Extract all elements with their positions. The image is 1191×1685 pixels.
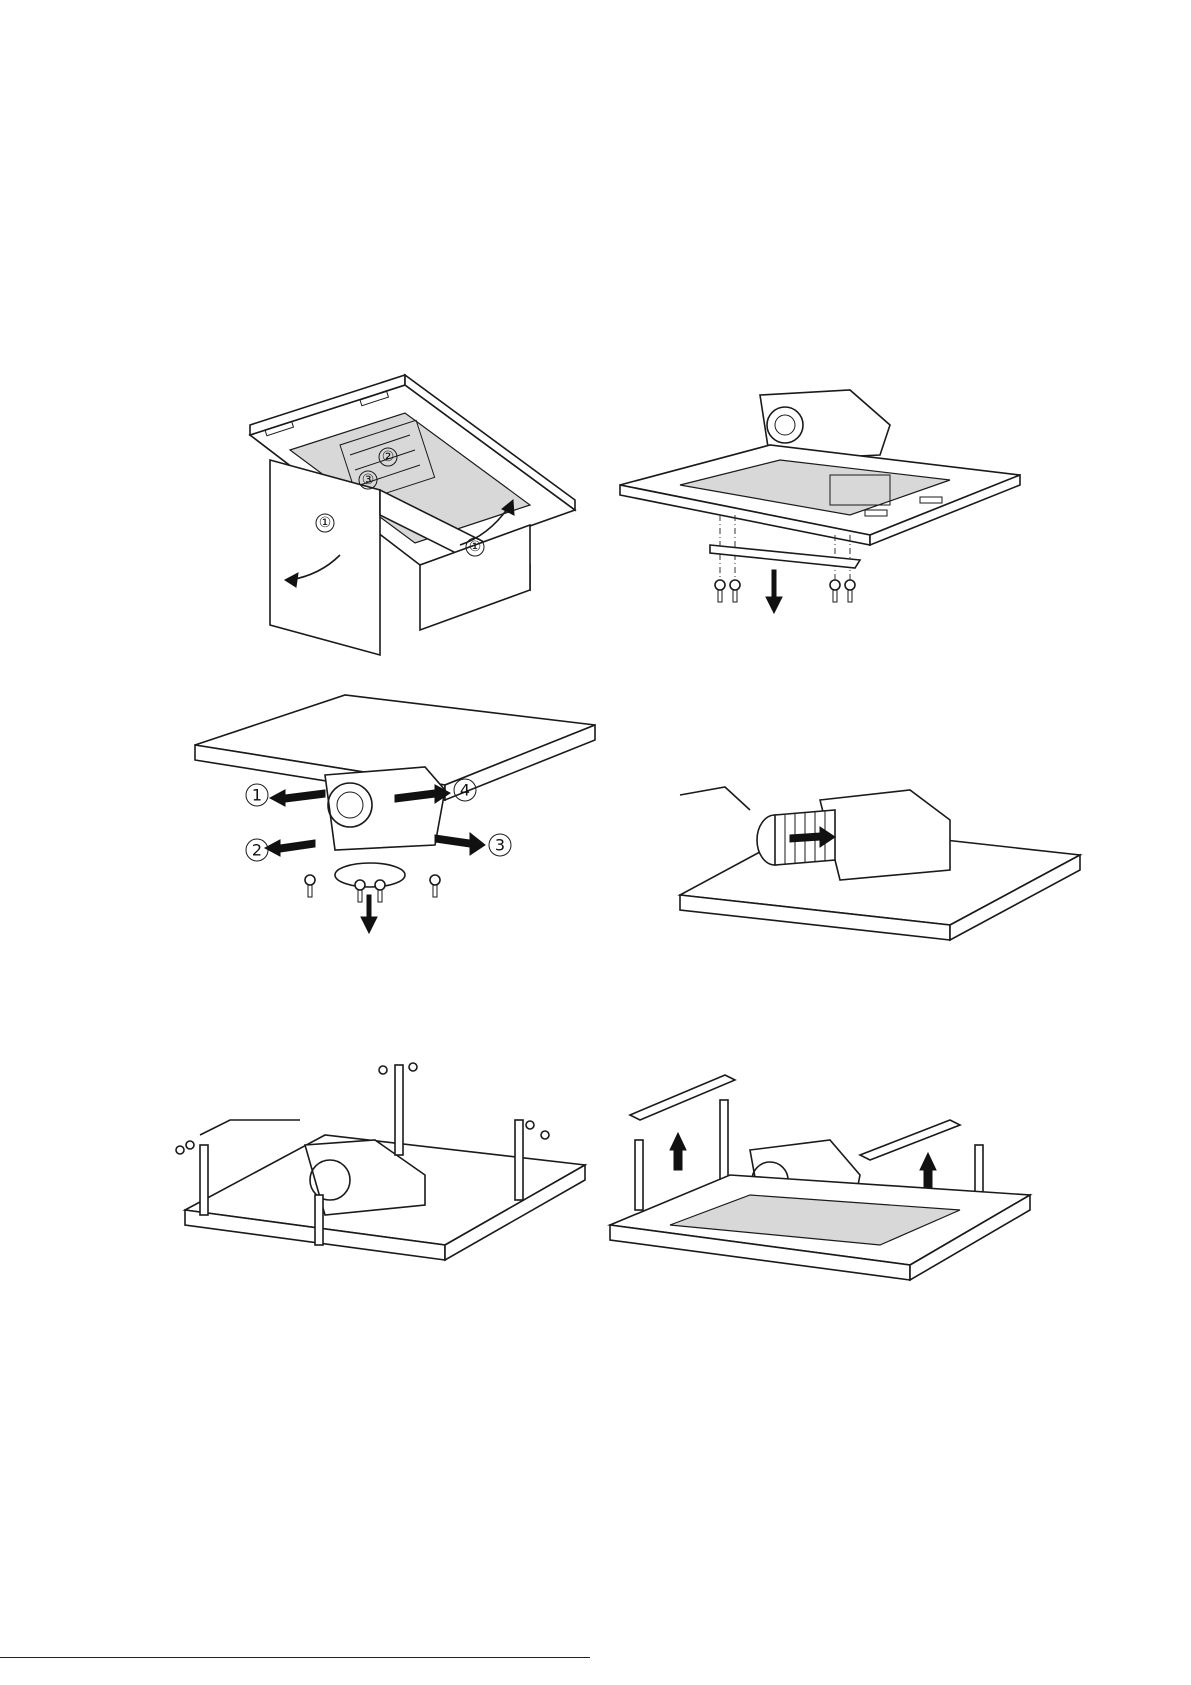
arrow-down-icon [766, 570, 782, 613]
figure-1-drawing: ① ① ② ③ [230, 375, 590, 655]
rod [395, 1065, 403, 1155]
figure-4-drawing [680, 765, 1080, 945]
callout-1-label: 1 [252, 786, 262, 805]
rod [515, 1120, 523, 1200]
arrow-left-icon [270, 790, 325, 806]
figure-3-motor-orientation: 1 2 3 4 [195, 695, 595, 955]
callout-1a-label: ① [319, 515, 332, 531]
callout-2-label: 2 [252, 841, 262, 860]
figure-1-remove-panels: ① ① ② ③ [230, 375, 590, 655]
arrow-down-icon [361, 895, 377, 933]
callout-3-label: 3 [495, 836, 505, 855]
figure-6-drawing [610, 1065, 1030, 1285]
figure-2-remove-bracket [620, 385, 1020, 645]
arrow-up-icon [920, 1153, 936, 1190]
figure-2-drawing [620, 385, 1020, 645]
footer-rule [0, 1657, 590, 1658]
arrow-up-icon [670, 1133, 686, 1170]
figure-4-attach-duct [680, 765, 1080, 945]
arrow-left-icon [265, 840, 315, 856]
callout-2-label: ② [382, 449, 395, 465]
figure-6-lift-hood [610, 1065, 1030, 1285]
screw-icon [305, 875, 440, 902]
arrow-right-icon [435, 833, 485, 855]
callout-1b-label: ① [469, 539, 482, 555]
callout-4-label: 4 [460, 781, 470, 800]
screw-icon [715, 580, 855, 602]
callout-3-label: ③ [362, 472, 375, 488]
bracket [860, 1120, 960, 1160]
rod [200, 1145, 208, 1215]
figure-5-mount-rods [175, 1045, 585, 1265]
figure-5-drawing [175, 1045, 585, 1265]
rod [315, 1195, 323, 1245]
figure-3-drawing: 1 2 3 4 [195, 695, 595, 955]
